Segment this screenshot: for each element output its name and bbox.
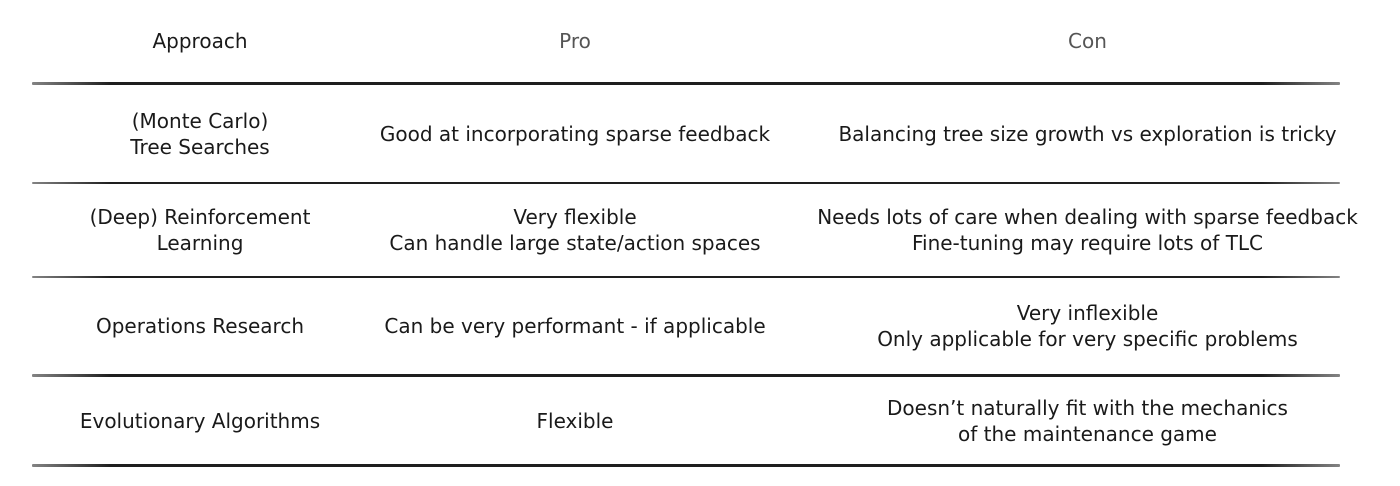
con-line: Very inflexible (1016, 301, 1159, 325)
con-line: Needs lots of care when dealing with spa… (817, 205, 1358, 229)
pro-cell: Flexible (380, 377, 770, 464)
approach-line: Tree Searches (130, 134, 270, 159)
con-line: Fine-tuning may require lots of TLC (911, 231, 1264, 255)
con-cell: Balancing tree size growth vs exploratio… (800, 85, 1375, 182)
pro-line: Very flexible (513, 205, 637, 229)
con-line: Doesn’t naturally fit with the mechanics (887, 395, 1288, 420)
header-con: Con (1068, 29, 1107, 53)
approach-cell: (Monte Carlo) Tree Searches (40, 85, 360, 182)
approach-line: (Monte Carlo) (131, 108, 269, 133)
pro-line: Good at incorporating sparse feedback (379, 121, 771, 146)
con-cell: Needs lots of care when dealing with spa… (800, 184, 1375, 276)
pro-cell: Can be very performant - if applicable (380, 278, 770, 374)
header-approach: Approach (152, 29, 248, 53)
pro-cell: Good at incorporating sparse feedback (380, 85, 770, 182)
table-row: Evolutionary Algorithms Flexible Doesn’t… (0, 377, 1400, 464)
pro-line: Can be very performant - if applicable (384, 314, 766, 338)
header-divider (32, 82, 1340, 85)
con-cell: Doesn’t naturally fit with the mechanics… (800, 377, 1375, 464)
table-bottom-rule (32, 464, 1340, 467)
pro-cell: Very flexible Can handle large state/act… (380, 184, 770, 276)
row-divider (32, 182, 1340, 184)
row-divider (32, 276, 1340, 278)
approach-cell: Evolutionary Algorithms (40, 377, 360, 464)
approach-cell: (Deep) Reinforcement Learning (40, 184, 360, 276)
pro-line: Can handle large state/action spaces (389, 231, 761, 255)
approach-line: Evolutionary Algorithms (79, 408, 321, 433)
approach-cell: Operations Research (40, 278, 360, 374)
approach-line: Learning (156, 231, 244, 255)
pro-line: Flexible (536, 408, 614, 433)
con-line: Only applicable for very specific proble… (877, 327, 1298, 351)
con-cell: Very inflexible Only applicable for very… (800, 278, 1375, 374)
approach-line: (Deep) Reinforcement (89, 205, 311, 229)
table-row: (Monte Carlo) Tree Searches Good at inco… (0, 85, 1400, 182)
table-row: (Deep) Reinforcement Learning Very flexi… (0, 184, 1400, 276)
approach-line: Operations Research (95, 314, 305, 338)
header-pro: Pro (559, 29, 591, 53)
con-line: Balancing tree size growth vs exploratio… (838, 121, 1337, 146)
row-divider (32, 374, 1340, 377)
con-line: of the maintenance game (958, 421, 1217, 446)
table-row: Operations Research Can be very performa… (0, 278, 1400, 374)
